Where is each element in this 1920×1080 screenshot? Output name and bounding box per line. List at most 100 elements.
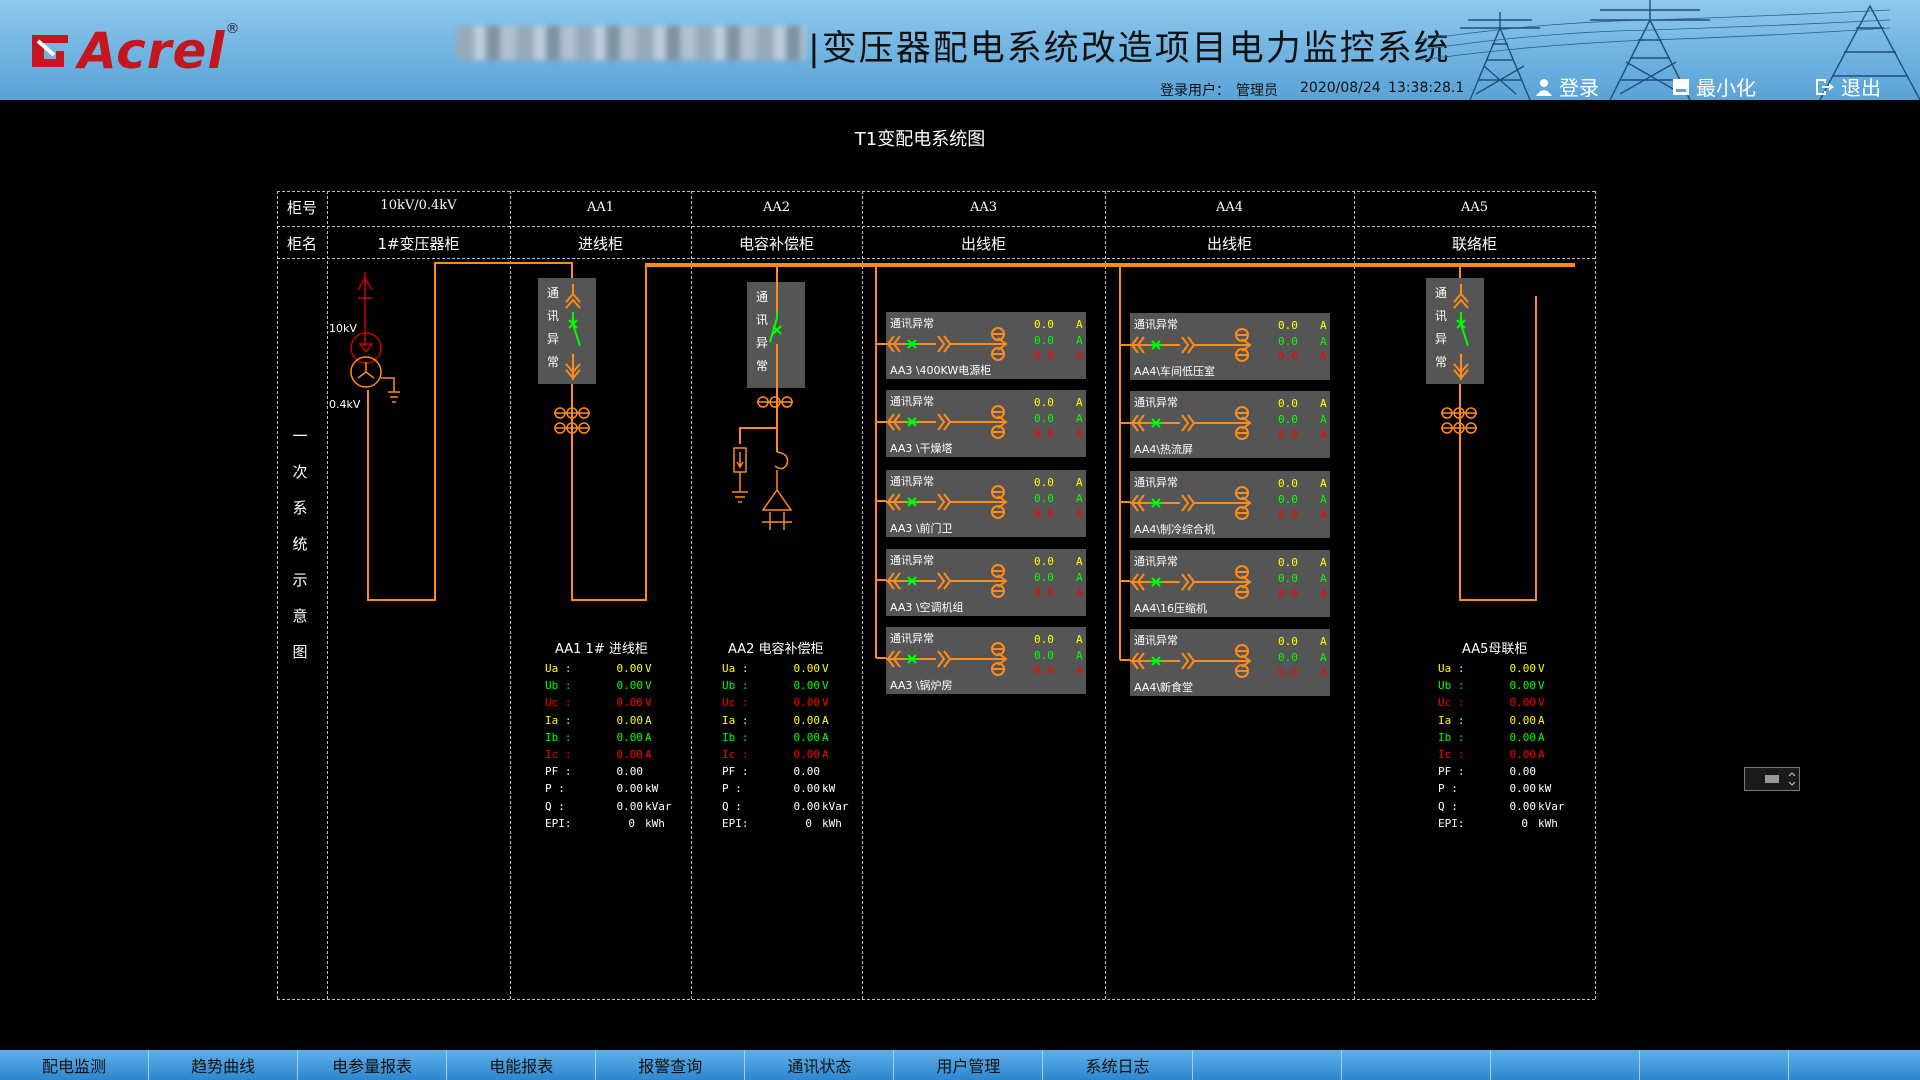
nav-energy-report[interactable]: 电能报表 xyxy=(447,1050,597,1080)
feeder-switch-icon xyxy=(886,564,1008,598)
side-label-char: 示 xyxy=(292,571,308,589)
feeder-ic-unit: A xyxy=(1320,508,1327,521)
meter-param-value: 0.00 xyxy=(616,662,644,675)
nav-parameter-report[interactable]: 电参量报表 xyxy=(298,1050,448,1080)
row-label-cabinet-no: 柜号 xyxy=(286,199,317,217)
nav-empty-slot[interactable] xyxy=(1789,1050,1920,1080)
keyboard-icon xyxy=(1765,772,1796,786)
aa5-breaker-comm-box[interactable]: 通 讯 异 常 xyxy=(1426,278,1484,384)
feeder-ia-value: 0.0 xyxy=(1034,476,1054,489)
nav-empty-slot[interactable] xyxy=(1193,1050,1342,1080)
meter-param-unit: A xyxy=(822,747,829,761)
feeder-ib-unit: A xyxy=(1076,412,1083,425)
feeder-comm-status: 通讯异常 xyxy=(890,475,934,488)
aa1-breaker-comm-box[interactable]: 通 讯 异 常 xyxy=(538,278,596,384)
meter-param-label: Q : xyxy=(722,799,742,813)
aa2-breaker-comm-box[interactable]: 通 讯 异 常 xyxy=(747,278,805,390)
meter-param-value: 0 xyxy=(805,816,812,830)
nav-distribution-monitor[interactable]: 配电监测 xyxy=(0,1050,150,1080)
system-title: |变压器配电系统改造项目电力监控系统 xyxy=(808,29,1451,69)
meter-param-label: Ib : xyxy=(722,730,749,744)
comm-status-char: 通 xyxy=(546,286,559,300)
comm-status-char: 讯 xyxy=(546,309,559,323)
minimize-button[interactable]: 最小化 xyxy=(1672,72,1756,100)
nav-alarm-query[interactable]: 报警查询 xyxy=(596,1050,746,1080)
feeder-comm-status: 通讯异常 xyxy=(890,554,934,567)
meter-row: PF :0.00 xyxy=(545,765,685,782)
meter-param-value: 0.00 xyxy=(1509,799,1537,813)
nav-user-management[interactable]: 用户管理 xyxy=(894,1050,1044,1080)
exit-button-label: 退出 xyxy=(1841,76,1881,100)
feeder-name: AA4\新食堂 xyxy=(1134,681,1194,694)
feeder-name: AA4\16压缩机 xyxy=(1134,602,1208,615)
feeder-ib-value: 0.0 xyxy=(1034,571,1054,584)
cabinet-no-aa5: AA5 xyxy=(1460,200,1489,215)
meter-param-label: Ib : xyxy=(545,730,572,744)
nav-comm-status[interactable]: 通讯状态 xyxy=(745,1050,895,1080)
feeder-comm-status: 通讯异常 xyxy=(1134,634,1178,647)
feeder-ic-value: 0.0 xyxy=(1034,664,1054,677)
meter-param-label: Ub : xyxy=(1438,679,1465,693)
feeder-ib-value: 0.0 xyxy=(1278,413,1298,426)
meter-param-unit: kWh xyxy=(822,816,842,830)
feeder-ia-unit: A xyxy=(1320,477,1327,490)
feeder-switch-icon xyxy=(886,405,1008,439)
meter-param-label: Uc : xyxy=(1438,696,1465,710)
meter-param-value: 0.00 xyxy=(616,799,644,813)
nav-empty-slot[interactable] xyxy=(1342,1050,1491,1080)
feeder-ib-value: 0.0 xyxy=(1034,649,1054,662)
feeder-switch-icon xyxy=(886,485,1008,519)
feeder-ic-value: 0.0 xyxy=(1278,587,1298,600)
meter-param-unit: V xyxy=(1538,679,1545,693)
cabinet-name-aa5: 联络柜 xyxy=(1451,235,1497,253)
meter-param-label: PF : xyxy=(722,765,749,779)
side-label-char: 次 xyxy=(292,463,308,481)
meter-param-unit: kW xyxy=(645,782,659,796)
meter-param-label: Ib : xyxy=(1438,730,1465,744)
login-button[interactable]: 登录 xyxy=(1535,72,1599,100)
meter-row: PF :0.00 xyxy=(722,765,862,782)
exit-button[interactable]: 退出 xyxy=(1815,72,1881,100)
meter-param-label: EPI: xyxy=(722,816,749,830)
login-user: 管理员 xyxy=(1236,83,1278,99)
nav-system-log[interactable]: 系统日志 xyxy=(1043,1050,1193,1080)
feeder-ib-unit: A xyxy=(1076,492,1083,505)
meter-param-label: PF : xyxy=(1438,765,1465,779)
feeder-switch-icon xyxy=(1130,328,1252,362)
meter-param-label: Ua : xyxy=(545,662,572,675)
feeder-ib-value: 0.0 xyxy=(1034,492,1054,505)
feeder-ia-value: 0.0 xyxy=(1034,555,1054,568)
acrel-logo: Acrel ® xyxy=(28,21,240,80)
nav-empty-slot[interactable] xyxy=(1640,1050,1789,1080)
feeder-ia-value: 0.0 xyxy=(1278,397,1298,410)
user-icon xyxy=(1536,78,1552,96)
meter-param-unit: V xyxy=(822,679,829,693)
meter-param-value: 0 xyxy=(628,816,635,830)
meter-row: PF :0.00 xyxy=(1438,765,1578,782)
nav-empty-slot[interactable] xyxy=(1491,1050,1640,1080)
floating-toolbar-widget[interactable] xyxy=(1744,767,1800,791)
nav-trend-curve[interactable]: 趋势曲线 xyxy=(149,1050,299,1080)
